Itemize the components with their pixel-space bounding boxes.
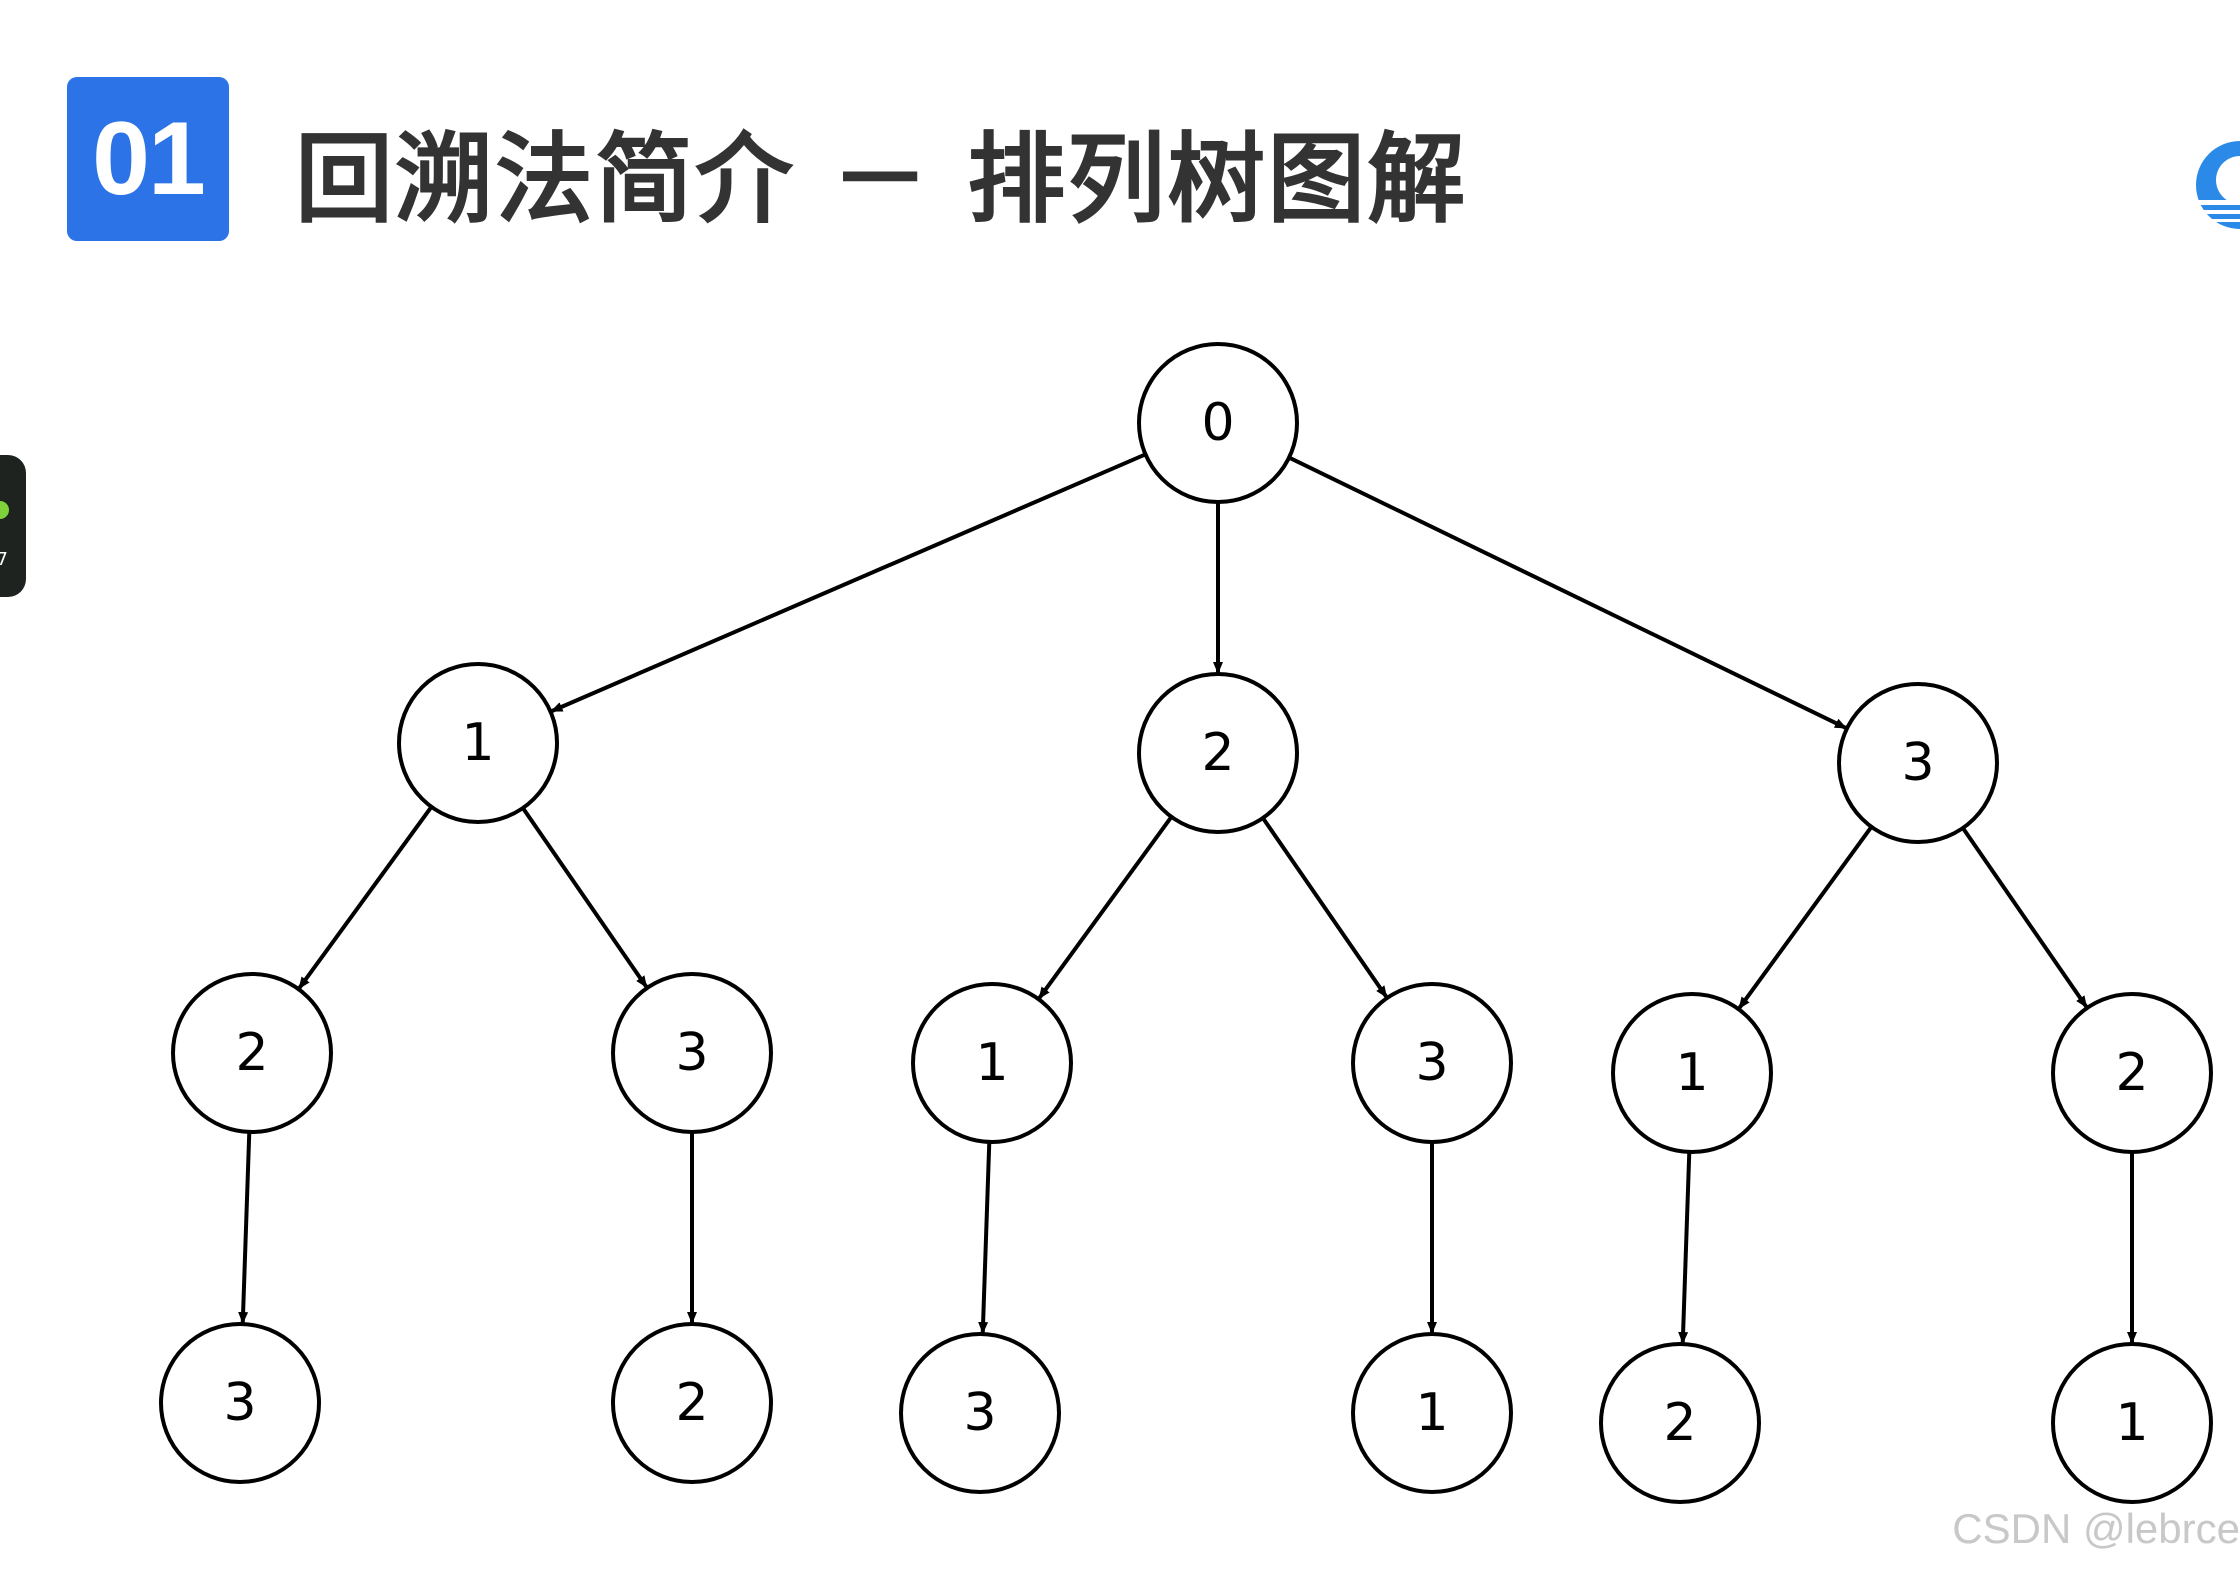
tree-edge-a-a2 <box>521 806 649 989</box>
csdn-watermark: CSDN @lebrce <box>1952 1505 2240 1552</box>
tree-edge-c-c1 <box>1737 825 1874 1010</box>
tree-edge-b-b1 <box>1037 815 1174 1000</box>
node-circle <box>1837 682 1999 844</box>
node-label: 2 <box>1201 723 1234 783</box>
node-label: 3 <box>1415 1033 1448 1093</box>
tree-node-b1: 1 <box>911 982 1073 1144</box>
tree-edge-a-a1 <box>297 805 434 990</box>
tree-node-a2x: 2 <box>611 1322 773 1484</box>
tree-edge-b1-b1x <box>978 1141 992 1335</box>
node-label: 3 <box>223 1373 256 1433</box>
node-circle <box>899 1332 1061 1494</box>
tree-node-a2: 3 <box>611 972 773 1134</box>
node-circle <box>1137 342 1299 504</box>
tree-edge-c1-c1x <box>1678 1151 1692 1345</box>
node-circle <box>1137 672 1299 834</box>
node-label: 3 <box>1901 733 1934 793</box>
node-label: 2 <box>1663 1393 1696 1453</box>
tree-edge-root-c <box>1288 455 1847 730</box>
tree-edge-a1-a1x <box>238 1131 252 1325</box>
tree-node-c2x: 1 <box>2051 1342 2213 1504</box>
node-circle <box>1599 1342 1761 1504</box>
slide-title: 回溯法简介 － 排列树图解 <box>295 123 1468 237</box>
node-circle <box>397 662 559 824</box>
node-circle <box>2051 992 2213 1154</box>
tree-node-c: 3 <box>1837 682 1999 844</box>
node-label: 1 <box>975 1033 1008 1093</box>
node-label: 3 <box>675 1023 708 1083</box>
school-logo-icon <box>2192 130 2240 240</box>
tree-node-a1x: 3 <box>159 1322 321 1484</box>
node-label: 2 <box>235 1023 268 1083</box>
node-circle <box>171 972 333 1134</box>
node-label: 1 <box>1675 1043 1708 1103</box>
node-circle <box>611 972 773 1134</box>
tree-nodes: 0 1 2 3 2 3 1 3 1 2 3 2 3 1 2 1 <box>159 342 2213 1504</box>
tree-edges <box>238 452 2137 1345</box>
side-app-widget[interactable]: 7 <box>0 455 27 597</box>
node-circle <box>611 1322 773 1484</box>
slide-number: 01 <box>92 100 206 217</box>
node-circle <box>911 982 1073 1144</box>
tree-node-a1: 2 <box>171 972 333 1134</box>
node-label: 2 <box>675 1373 708 1433</box>
tree-node-b2: 3 <box>1351 982 1513 1144</box>
tree-node-c1x: 2 <box>1599 1342 1761 1504</box>
tree-edge-b-b2 <box>1261 816 1389 999</box>
node-label: 1 <box>461 713 494 773</box>
tree-node-a: 1 <box>397 662 559 824</box>
tree-node-c1: 1 <box>1611 992 1773 1154</box>
node-label: 3 <box>963 1383 996 1443</box>
node-label: 0 <box>1201 393 1234 453</box>
tree-node-b2x: 1 <box>1351 1332 1513 1494</box>
node-circle <box>2051 1342 2213 1504</box>
tree-node-root: 0 <box>1137 342 1299 504</box>
node-circle <box>1351 982 1513 1144</box>
tree-edge-root-a <box>550 452 1147 714</box>
tree-edge-c-c2 <box>1961 826 2089 1009</box>
slide-number-badge: 01 <box>67 77 229 241</box>
node-circle <box>1611 992 1773 1154</box>
tree-node-c2: 2 <box>2051 992 2213 1154</box>
node-circle <box>159 1322 321 1484</box>
tree-node-b: 2 <box>1137 672 1299 834</box>
node-label: 1 <box>2115 1393 2148 1453</box>
node-circle <box>1351 1332 1513 1494</box>
node-label: 2 <box>2115 1043 2148 1103</box>
side-widget-text: 7 <box>0 549 8 570</box>
node-label: 1 <box>1415 1383 1448 1443</box>
tree-node-b1x: 3 <box>899 1332 1061 1494</box>
